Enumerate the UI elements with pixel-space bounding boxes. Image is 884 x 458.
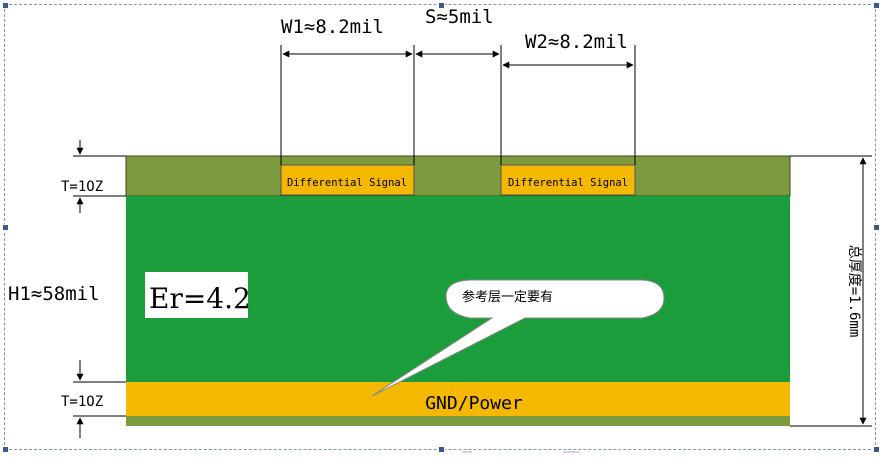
callout-text: 参考层一定要有: [462, 289, 553, 305]
er-label: Er=4.2: [149, 282, 251, 315]
t-top-label: T=1OZ: [61, 179, 103, 195]
s-label: S≈5mil: [425, 6, 494, 28]
resize-handle-top-left[interactable]: [2, 2, 9, 9]
signal-trace-1-label: Differential Signal: [287, 177, 407, 189]
t-bottom-label: T=1OZ: [61, 394, 103, 410]
resize-handle-bottom-mid[interactable]: [438, 446, 445, 453]
h1-label: H1≈58mil: [8, 283, 100, 305]
w2-label: W2≈8.2mil: [525, 31, 628, 53]
resize-handle-bottom-left[interactable]: [2, 446, 9, 453]
signal-trace-2: [500, 164, 636, 196]
resize-handle-top-right[interactable]: [873, 2, 880, 9]
resize-handle-bottom-right[interactable]: [873, 446, 880, 453]
reference-copper-plane: [126, 382, 790, 416]
resize-handle-top-mid[interactable]: [438, 2, 445, 9]
signal-trace-1: [280, 164, 415, 196]
er-label-box: [145, 272, 248, 318]
w1-label: W1≈8.2mil: [281, 16, 384, 38]
resize-handle-right-mid[interactable]: [873, 224, 880, 231]
reference-plane-label: GND/Power: [425, 393, 523, 414]
resize-handle-left-mid[interactable]: [2, 224, 9, 231]
signal-trace-2-label: Differential Signal: [508, 177, 628, 189]
callout-bubble: [371, 279, 665, 397]
top-solder-mask: [125, 155, 791, 197]
total-thickness-label: 总厚度=1.6mm: [846, 245, 862, 338]
bottom-solder-mask: [126, 416, 790, 426]
